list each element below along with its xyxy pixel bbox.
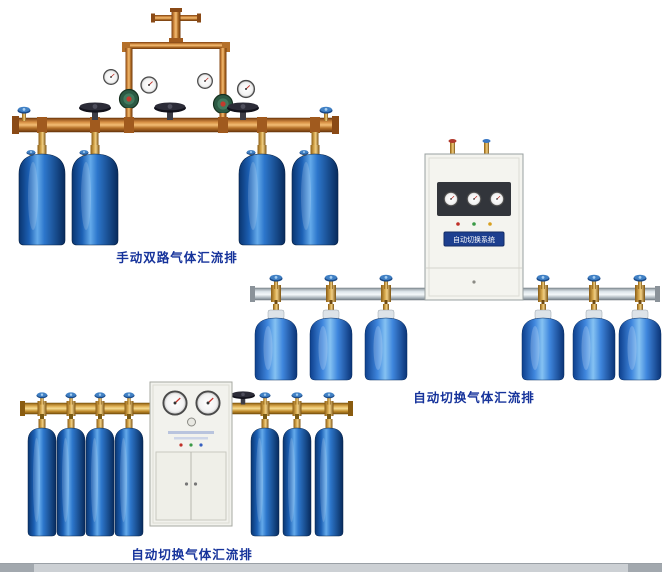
pressure-gauge — [195, 390, 221, 416]
regulator-body — [118, 88, 140, 110]
indicator-light — [472, 222, 476, 226]
door-handle — [193, 482, 198, 486]
cabinet-top-valve — [484, 140, 489, 155]
pressure-gauge — [489, 191, 505, 207]
gas-cylinder — [309, 303, 353, 381]
inlet-pipe — [151, 8, 201, 44]
indicator-light — [488, 222, 492, 226]
control-cabinet: 自动切换系统 — [424, 139, 524, 301]
product-caption: 自动切换气体汇流排 — [413, 391, 535, 405]
pressure-gauge — [162, 390, 188, 416]
cabinet-label: 自动切换系统 — [453, 235, 495, 244]
indicator-light — [179, 443, 183, 447]
pressure-regulator — [103, 69, 158, 120]
gas-cylinder — [250, 418, 280, 537]
cabinet-label-plate — [443, 231, 505, 247]
valve-handwheel — [79, 102, 111, 120]
gas-cylinder — [114, 418, 144, 537]
cabinet-lock — [472, 280, 476, 284]
control-knob — [187, 417, 196, 427]
gas-cylinder — [282, 418, 312, 537]
pressure-gauge — [443, 191, 459, 207]
page-edge-block — [0, 564, 34, 572]
gas-cylinder — [521, 303, 565, 381]
page-edge-strip — [0, 563, 662, 572]
manual-dual-manifold-figure — [12, 8, 339, 246]
regulator-body — [212, 93, 234, 115]
pressure-gauge — [466, 191, 482, 207]
product-caption: 手动双路气体汇流排 — [116, 251, 238, 265]
pressure-gauge — [103, 69, 119, 85]
door-handle — [184, 482, 189, 486]
valve-handwheel — [231, 391, 255, 405]
cabinet-body — [424, 153, 524, 301]
pressure-gauge — [140, 76, 158, 94]
gas-cylinder — [56, 418, 86, 537]
control-cabinet — [149, 381, 233, 527]
page-edge-block — [628, 564, 662, 572]
valve-handwheel — [227, 102, 259, 120]
product-caption: 自动切换气体汇流排 — [131, 548, 253, 562]
indicator-light — [199, 443, 203, 447]
valve-handwheel — [154, 102, 186, 120]
header-pipe — [122, 42, 230, 95]
gas-cylinder — [364, 303, 408, 381]
auto-switch-wall-figure: 自动切换系统 — [250, 139, 662, 381]
gas-cylinder — [618, 303, 662, 381]
pressure-gauge — [197, 73, 213, 89]
gas-cylinder — [27, 418, 57, 537]
gas-cylinder — [254, 303, 298, 381]
cylinder-connections — [36, 392, 335, 422]
gas-cylinder — [71, 144, 119, 246]
pressure-gauge — [236, 79, 256, 99]
gas-cylinder — [85, 418, 115, 537]
gas-cylinder — [18, 144, 66, 246]
manifold-pipe — [12, 116, 339, 134]
gas-cylinder — [572, 303, 616, 381]
cabinet-top-valve — [450, 140, 455, 155]
indicator-light — [189, 443, 193, 447]
cylinder-connections — [26, 132, 319, 161]
indicator-light — [456, 222, 460, 226]
auto-switch-floor-figure — [20, 381, 353, 537]
gas-cylinder — [314, 418, 344, 537]
